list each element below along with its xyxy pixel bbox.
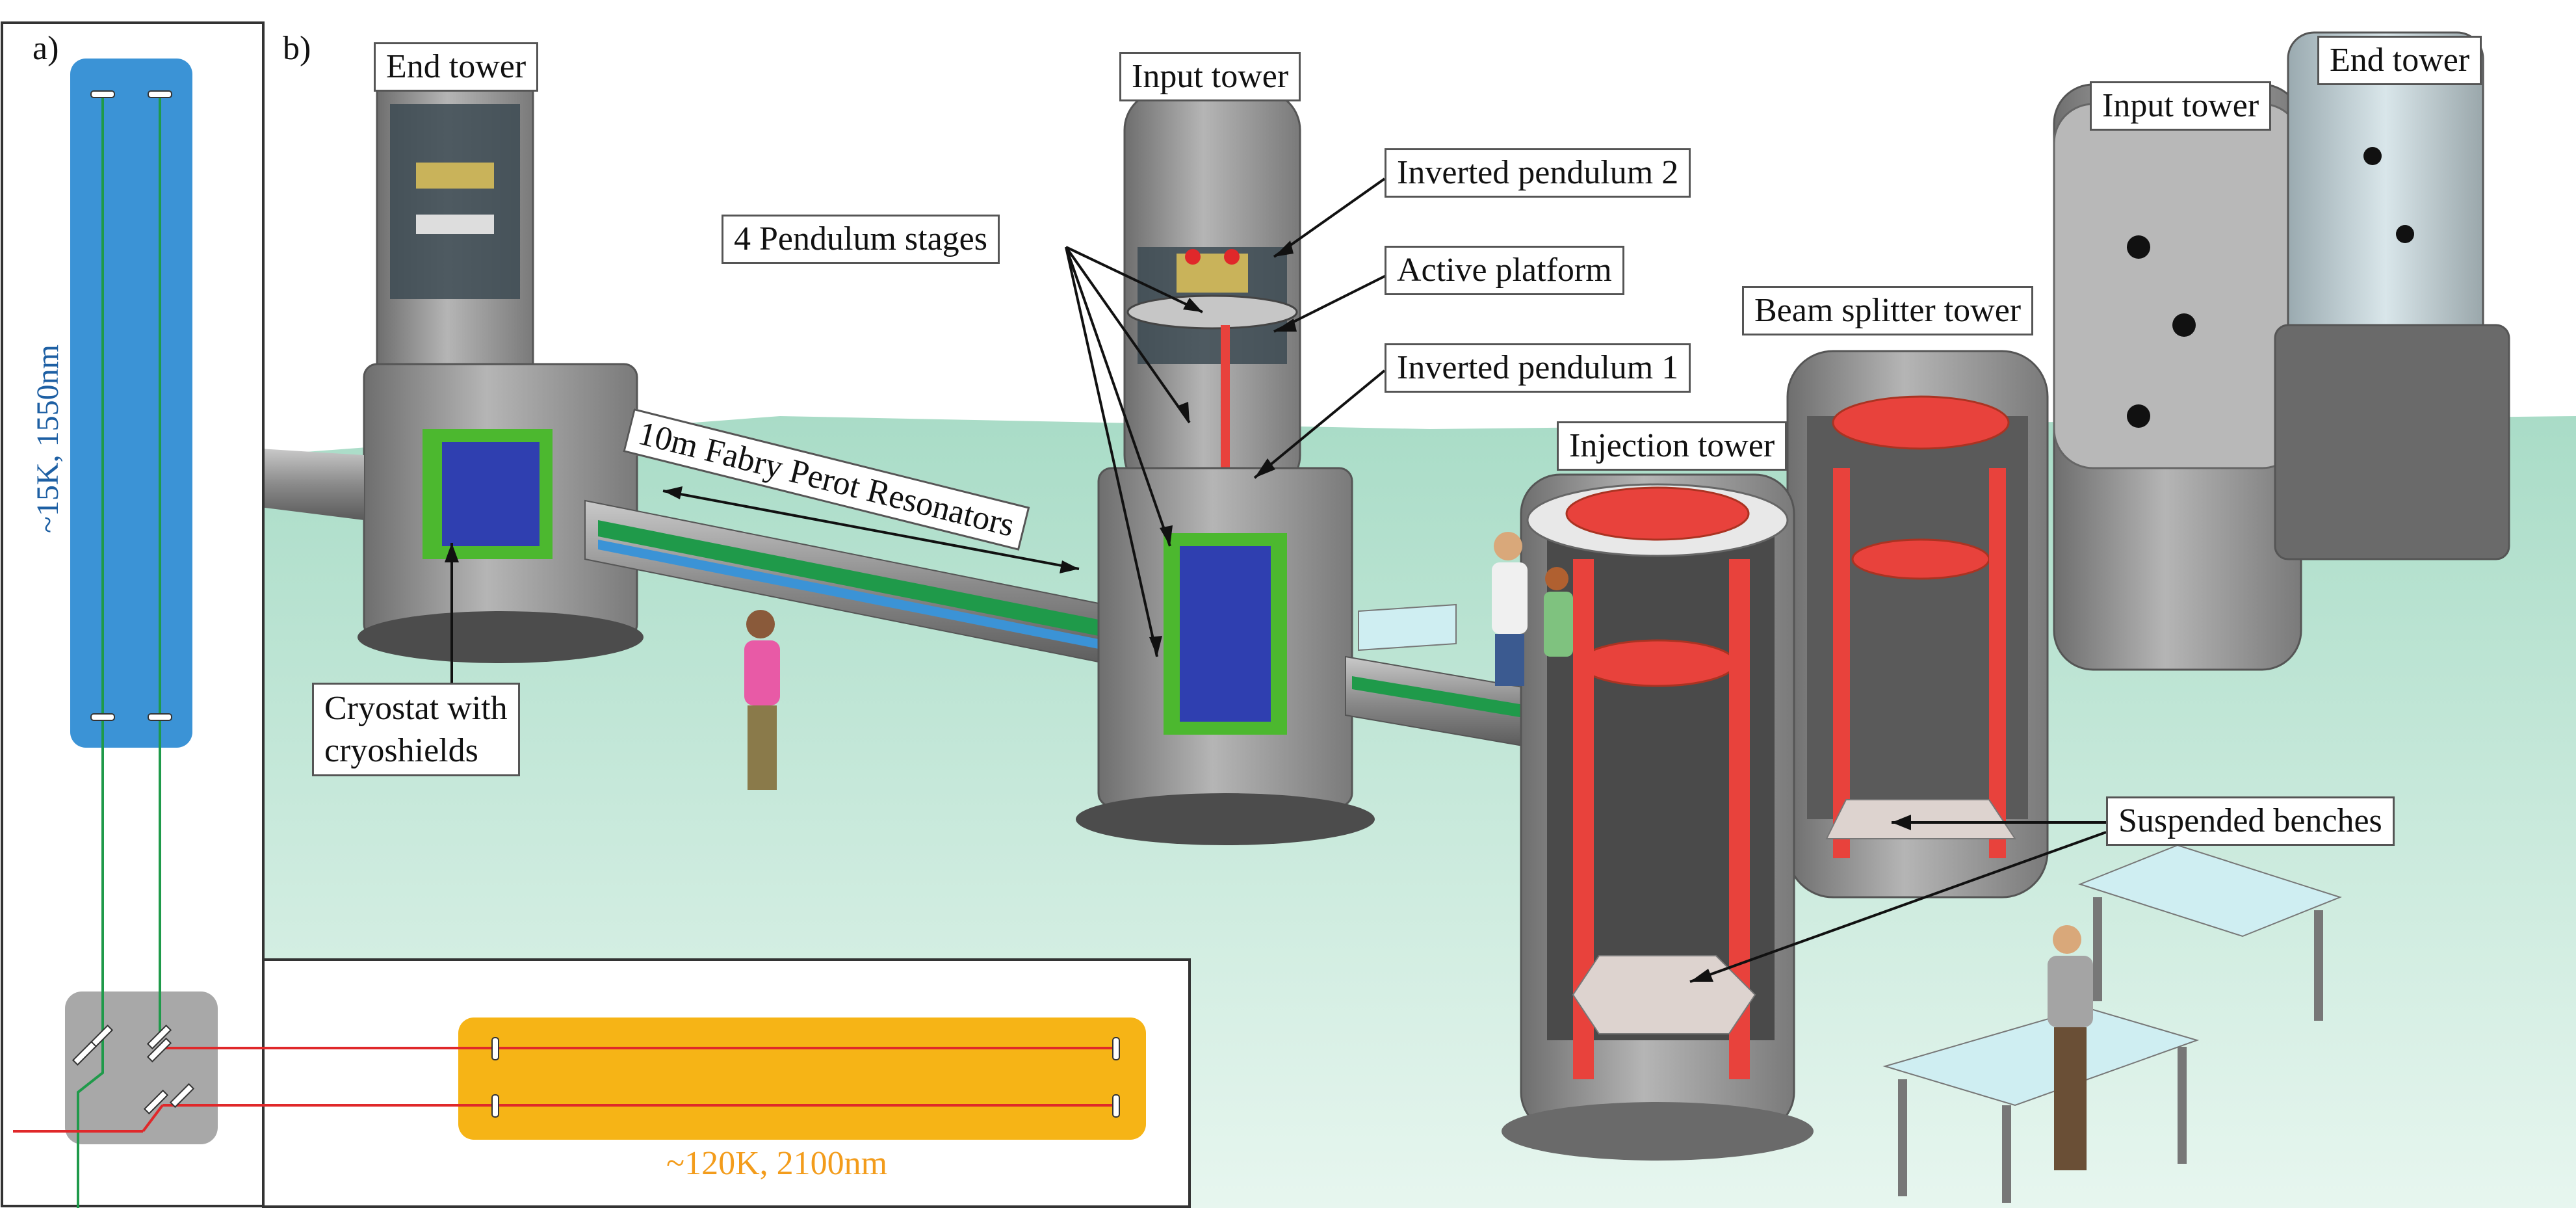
input-tower-center-render [1076,90,1375,845]
injection-tower-render [1502,473,1814,1161]
orange-cavity-label: ~120K, 2100nm [666,1145,888,1182]
label-input-tower-right: Input tower [2090,81,2272,131]
label-active-platform: Active platform [1385,246,1624,296]
label-suspended-benches: Suspended benches [2106,796,2395,847]
annotation-arrows [450,177,2107,983]
label-end-tower-left: End tower [374,42,539,92]
label-pendulum-stages: 4 Pendulum stages [722,215,1000,265]
end-tower-left-render [358,57,644,663]
label-cryostat-line2: cryoshields [324,732,478,769]
table-right [2078,844,2342,1021]
beam-splitter-tower-render [1786,350,2049,899]
label-input-tower-center: Input tower [1119,52,1301,102]
table-back [1358,603,1457,651]
fabry-perot-tube-left [260,449,1138,671]
blue-cavity-label: ~15K, 1550nm [31,345,65,533]
optics-bench-box [65,991,218,1144]
blue-cavity-mirrors [90,90,172,721]
bench-mirrors [72,1024,195,1115]
person-walking [744,610,780,790]
panel-a-letter: a) [33,30,59,67]
person-seated [2048,925,2093,1170]
label-cryostat-line1: Cryostat with [324,690,508,727]
green-beam-paths [77,94,161,1208]
panel-a [1,21,1191,1208]
label-beam-splitter-tower: Beam splitter tower [1742,286,2034,336]
right-towers-render [2053,31,2510,671]
label-injection-tower: Injection tower [1557,421,1788,471]
orange-cavity-box [458,1018,1146,1140]
label-cryostat: Cryostat with cryoshields [312,683,520,776]
person-standing-pair [1492,532,1573,686]
blue-cavity-box [70,59,192,748]
orange-cavity-mirrors [491,1037,1120,1118]
label-inverted-pendulum-2: Inverted pendulum 2 [1385,148,1691,198]
table-front [1882,1006,2200,1203]
label-inverted-pendulum-1: Inverted pendulum 1 [1385,343,1691,393]
label-end-tower-right: End tower [2317,36,2482,86]
panel-b-letter: b) [283,30,311,67]
red-beam-paths [13,1047,1117,1133]
arrowheads [445,241,1911,982]
